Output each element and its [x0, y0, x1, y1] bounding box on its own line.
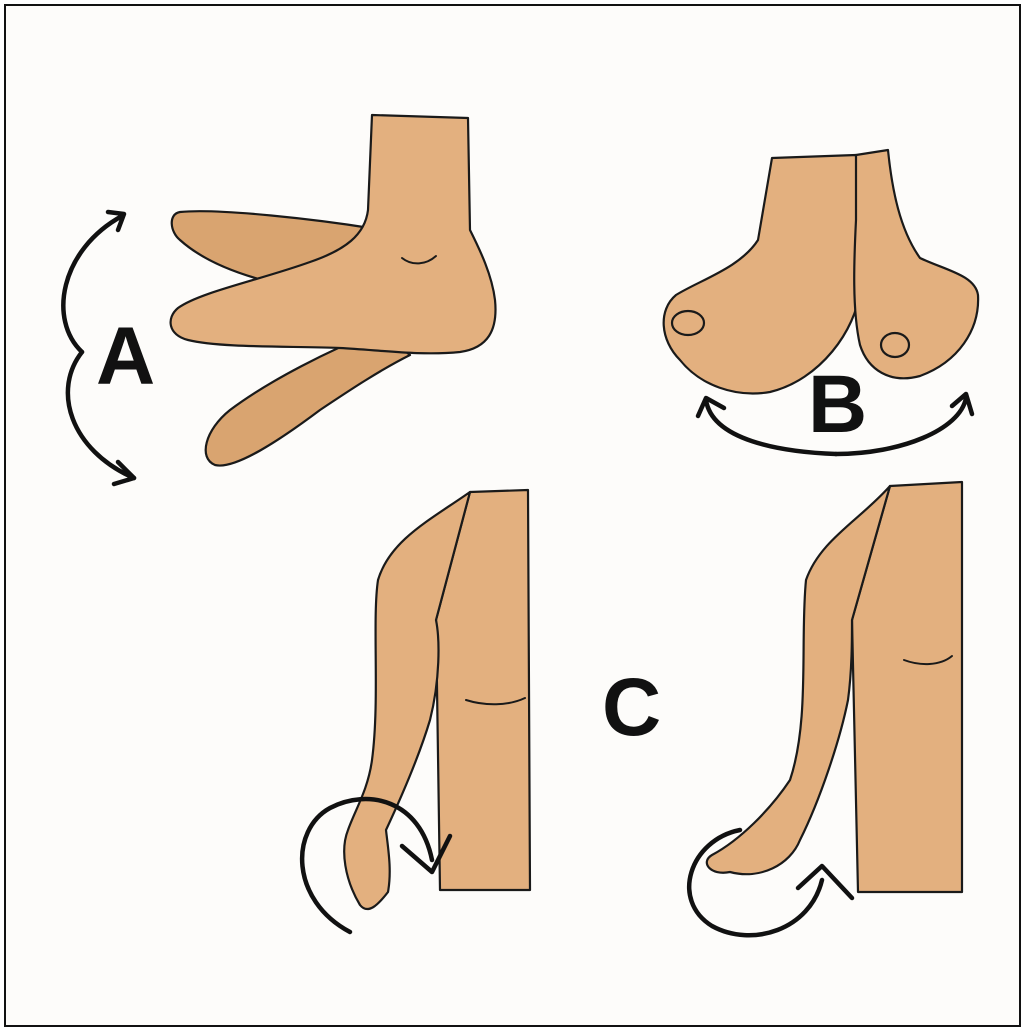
panel-a-foot	[171, 115, 496, 466]
right-big-toe	[881, 333, 909, 357]
foot-right-front	[854, 150, 978, 378]
foot-left-front	[664, 155, 861, 393]
label-b: B	[808, 359, 867, 450]
label-a: A	[96, 311, 155, 402]
panel-c-right-arm	[707, 482, 962, 892]
label-c: C	[602, 662, 661, 753]
panel-b-feet	[664, 150, 978, 393]
panel-c-left-arm	[344, 490, 530, 909]
left-big-toe	[672, 311, 704, 335]
